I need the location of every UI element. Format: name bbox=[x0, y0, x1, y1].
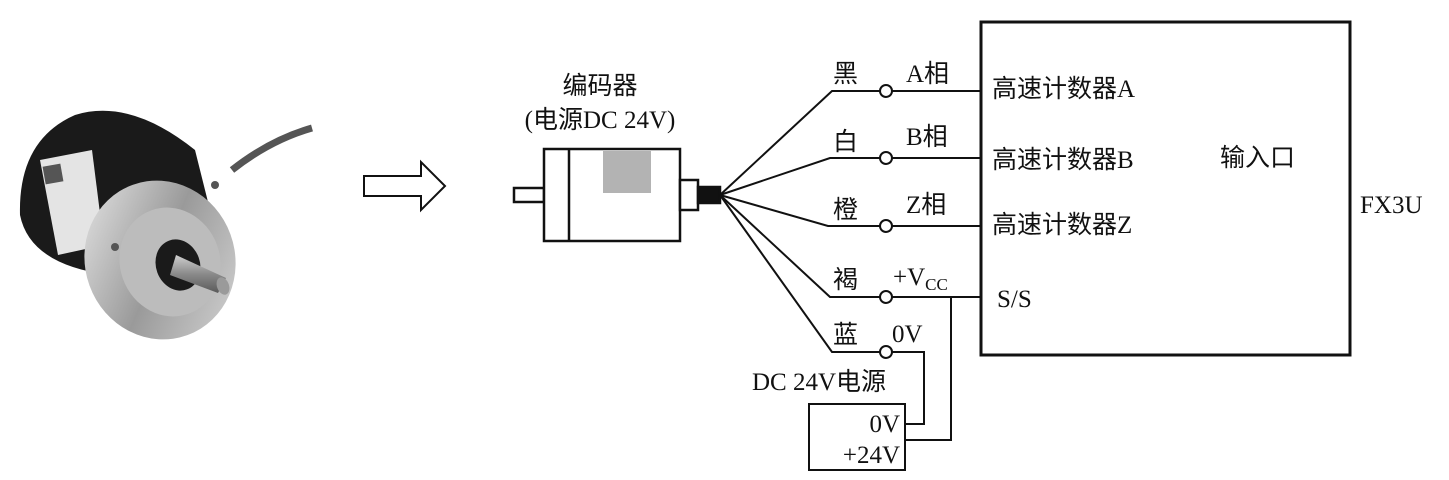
signal-0v: 0V bbox=[892, 321, 923, 348]
terminal-vcc bbox=[879, 290, 893, 304]
signal-vcc-sub: CC bbox=[925, 275, 948, 294]
encoder-connector-symbol bbox=[678, 178, 700, 212]
encoder-shaft bbox=[170, 255, 226, 293]
wire-color-white: 白 bbox=[833, 128, 858, 156]
encoder-subtitle: (电源DC 24V) bbox=[525, 106, 676, 134]
wire-orange bbox=[719, 194, 880, 227]
wire-color-blue: 蓝 bbox=[833, 321, 858, 349]
wire-color-orange: 橙 bbox=[833, 196, 858, 224]
wire-color-black: 黑 bbox=[833, 61, 858, 88]
plc-model: FX3U bbox=[1360, 192, 1423, 219]
plc-input-b: 高速计数器B bbox=[992, 146, 1134, 174]
terminal-z bbox=[879, 219, 893, 233]
signal-b-phase: B相 bbox=[906, 123, 948, 151]
encoder-cable-gland bbox=[696, 185, 722, 205]
plc-port-label: 输入口 bbox=[1220, 144, 1295, 172]
wire-white bbox=[719, 157, 880, 196]
signal-vcc: +VCC bbox=[893, 264, 948, 294]
power-supply-title: DC 24V电源 bbox=[752, 368, 886, 396]
wire-black bbox=[719, 90, 880, 196]
power-terminal-24v: +24V bbox=[843, 442, 900, 469]
terminal-b bbox=[879, 151, 893, 165]
encoder-wires bbox=[719, 90, 981, 441]
terminal-a bbox=[879, 84, 893, 98]
encoder-cable bbox=[229, 124, 313, 173]
encoder-photo bbox=[19, 110, 313, 340]
signal-a-phase: A相 bbox=[906, 60, 949, 88]
power-terminal-0v: 0V bbox=[869, 411, 900, 438]
encoder-title: 编码器 bbox=[562, 72, 637, 100]
plc-input-ss: S/S bbox=[997, 286, 1032, 313]
signal-z-phase: Z相 bbox=[906, 191, 946, 219]
wire-blue bbox=[719, 194, 880, 353]
right-arrow-icon bbox=[363, 159, 447, 213]
plc-input-a: 高速计数器A bbox=[992, 75, 1135, 103]
encoder-shaft-symbol bbox=[512, 186, 546, 204]
terminal-0v bbox=[879, 345, 893, 359]
plc-box bbox=[979, 20, 1352, 357]
wire-brown bbox=[719, 194, 880, 298]
terminals bbox=[879, 84, 893, 359]
plc-input-z: 高速计数器Z bbox=[992, 211, 1132, 239]
encoder-symbol bbox=[512, 147, 722, 243]
sensor-window bbox=[603, 151, 651, 193]
signal-vcc-main: +V bbox=[893, 264, 925, 291]
wire-color-brown: 褐 bbox=[833, 266, 858, 294]
power-supply-box bbox=[808, 403, 906, 471]
